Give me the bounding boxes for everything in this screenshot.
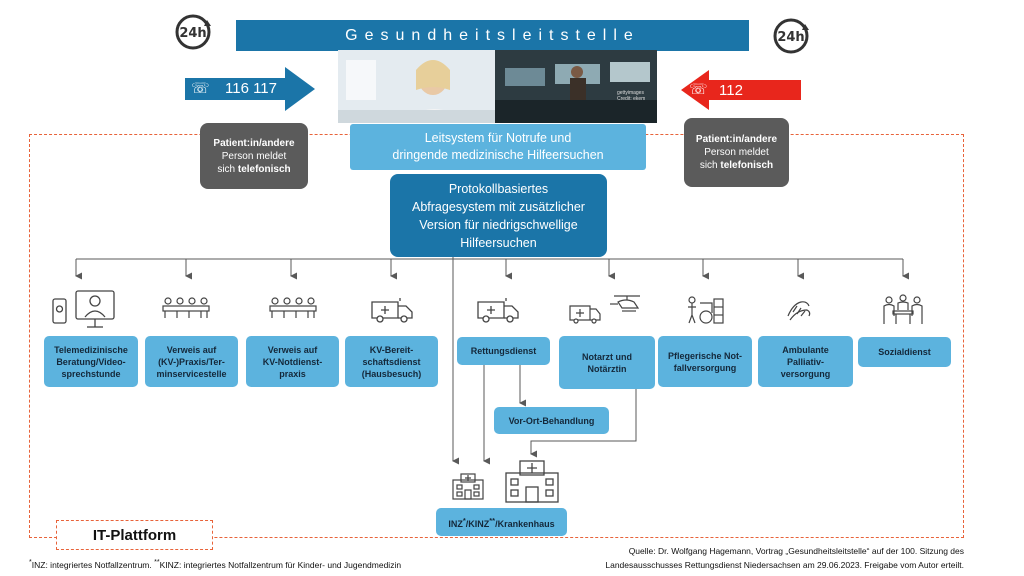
dispatcher-photo xyxy=(338,50,495,123)
dest-kv-praxis: Verweis auf(KV-)Praxis/Ter-minserviceste… xyxy=(145,336,238,387)
social-service-icon xyxy=(881,294,925,331)
footnote-text2: KINZ: integriertes Notfallzentrum für Ki… xyxy=(159,559,402,570)
waiting-room-icon-1 xyxy=(162,296,210,325)
dest-telemedizin-line2: Beratung/Video- xyxy=(56,356,126,367)
source-citation: Quelle: Dr. Wolfgang Hagemann, Vortrag „… xyxy=(605,544,964,572)
nursing-care-icon xyxy=(686,295,726,332)
dest-kv-notdienst-line1: Verweis auf xyxy=(267,344,318,355)
phone-right-number: 112 xyxy=(719,82,743,99)
patient-call-box-left: Patient:in/andere Person meldet sich tel… xyxy=(200,123,308,189)
protokoll-line4: Hilfeersuchen xyxy=(460,235,537,250)
dest-notarzt-line2: Notärztin xyxy=(587,363,627,374)
protocol-query-system-box: Protokollbasiertes Abfragesystem mit zus… xyxy=(390,174,607,257)
protokoll-line3: Version für niedrigschwellige xyxy=(419,217,578,232)
phone-112-arrow: ☏ 112 xyxy=(681,70,801,110)
ambulance-icon-kv xyxy=(370,296,414,329)
dest-kv-notdienst-line2: KV-Notdienst- xyxy=(262,356,323,367)
leitsystem-line2: dringende medizinische Hilfeersuchen xyxy=(392,148,604,162)
photo-credit-line2: Credit: ekem xyxy=(617,96,646,102)
dest-kv-praxis-line3: minservicestelle xyxy=(156,368,227,379)
footnote: *INZ: integriertes Notfallzentrum. **KIN… xyxy=(29,558,401,570)
patient-call-box-right: Patient:in/andere Person meldet sich tel… xyxy=(684,118,789,187)
emergency-car-helicopter-icon xyxy=(568,292,644,329)
phone-left-icon: ☏ xyxy=(191,80,210,97)
phone-116117-arrow: ☏ 116 117 xyxy=(185,67,315,111)
it-platform-label: IT-Plattform xyxy=(56,520,213,550)
vor-ort-behandlung-box: Vor-Ort-Behandlung xyxy=(494,407,609,434)
dest-telemedizin-line3: sprechstunde xyxy=(61,368,121,379)
vor-ort-label: Vor-Ort-Behandlung xyxy=(508,415,595,426)
footnote-text1: INZ: integriertes Notfallzentrum. xyxy=(31,559,155,570)
clock-24h-right-icon: 24h xyxy=(771,16,811,61)
header-title: Gesundheitsleitstelle xyxy=(236,20,749,51)
clock-24h-left-icon: 24h xyxy=(173,12,213,57)
patient-left-line3-prefix: sich xyxy=(217,163,238,175)
patient-left-line2: Person meldet xyxy=(221,150,287,162)
dest-kv-bereitschaftsdienst: KV-Bereit-schaftsdienst(Hausbesuch) xyxy=(345,336,438,387)
krankenhaus-suffix: /Krankenhaus xyxy=(495,518,555,529)
dest-kv-praxis-line1: Verweis auf xyxy=(166,344,217,355)
dest-kv-praxis-line2: (KV-)Praxis/Ter- xyxy=(158,356,225,367)
dest-rettungsdienst-label: Rettungsdienst xyxy=(470,346,537,356)
palliative-hands-icon xyxy=(785,296,813,329)
clock-24h-left-label: 24h xyxy=(179,26,206,41)
krankenhaus-mid: /KINZ xyxy=(465,518,490,529)
footnote-sup2: ** xyxy=(154,558,160,566)
source-line1: Quelle: Dr. Wolfgang Hagemann, Vortrag „… xyxy=(628,546,964,556)
hospital-icon xyxy=(502,459,562,508)
dest-pflege: Pflegerische Not-fallversorgung xyxy=(658,336,752,387)
dest-kv-bereitschaft-line2: schaftsdienst xyxy=(362,356,421,367)
waiting-room-icon-2 xyxy=(269,296,317,325)
dest-kv-bereitschaft-line1: KV-Bereit- xyxy=(369,344,414,355)
dest-telemedizin-line1: Telemedizinische xyxy=(54,344,128,355)
control-room-photo: gettyimages Credit: ekem xyxy=(495,50,657,123)
dest-kv-notdienst-line3: praxis xyxy=(279,368,306,379)
phone-right-icon: ☏ xyxy=(689,81,708,98)
photo-credit-line1: gettyimages xyxy=(617,90,644,96)
ambulance-icon-rettung xyxy=(476,296,520,329)
dest-kv-bereitschaft-line3: (Hausbesuch) xyxy=(361,368,422,379)
photo-credit: gettyimages Credit: ekem xyxy=(617,90,645,102)
telemedicine-icon xyxy=(50,287,120,336)
protokoll-line2: Abfragesystem mit zusätzlicher xyxy=(412,199,585,214)
dest-sozialdienst-label: Sozialdienst xyxy=(878,347,931,357)
krankenhaus-sup1: * xyxy=(462,515,466,525)
patient-right-line3-bold: telefonisch xyxy=(720,160,774,171)
dest-sozialdienst: Sozialdienst xyxy=(858,337,951,367)
dest-pflege-line1: Pflegerische Not- xyxy=(667,350,743,361)
clock-24h-right-label: 24h xyxy=(777,30,804,45)
patient-right-line2: Person meldet xyxy=(704,147,769,158)
dest-palliativ-line2: Palliativ- xyxy=(786,356,824,367)
dest-rettungsdienst: Rettungsdienst xyxy=(457,337,550,365)
leitsystem-box: Leitsystem für Notrufe und dringende med… xyxy=(350,124,646,170)
dest-palliativ-line3: versorgung xyxy=(780,368,831,379)
protokoll-line1: Protokollbasiertes xyxy=(448,181,549,196)
patient-right-line3-prefix: sich xyxy=(699,160,721,171)
patient-left-line1: Patient:in/andere xyxy=(213,137,295,149)
footnote-sup1: * xyxy=(29,558,32,566)
patient-left-line3-bold: telefonisch xyxy=(237,163,291,175)
krankenhaus-box: INZ*/KINZ**/Krankenhaus xyxy=(436,508,567,536)
leitsystem-line1: Leitsystem für Notrufe und xyxy=(424,131,572,145)
source-line2: Landesausschusses Rettungsdienst Nieders… xyxy=(605,560,964,570)
patient-right-line1: Patient:in/andere xyxy=(695,134,778,145)
dest-notarzt-line1: Notarzt und xyxy=(582,351,632,362)
dest-palliativ-line1: Ambulante xyxy=(782,344,829,355)
phone-left-number: 116 117 xyxy=(225,80,277,97)
krankenhaus-prefix: INZ xyxy=(448,518,463,529)
krankenhaus-sup2: ** xyxy=(489,515,496,525)
dest-pflege-line2: fallversorgung xyxy=(673,362,737,373)
small-hospital-icon xyxy=(449,472,487,505)
